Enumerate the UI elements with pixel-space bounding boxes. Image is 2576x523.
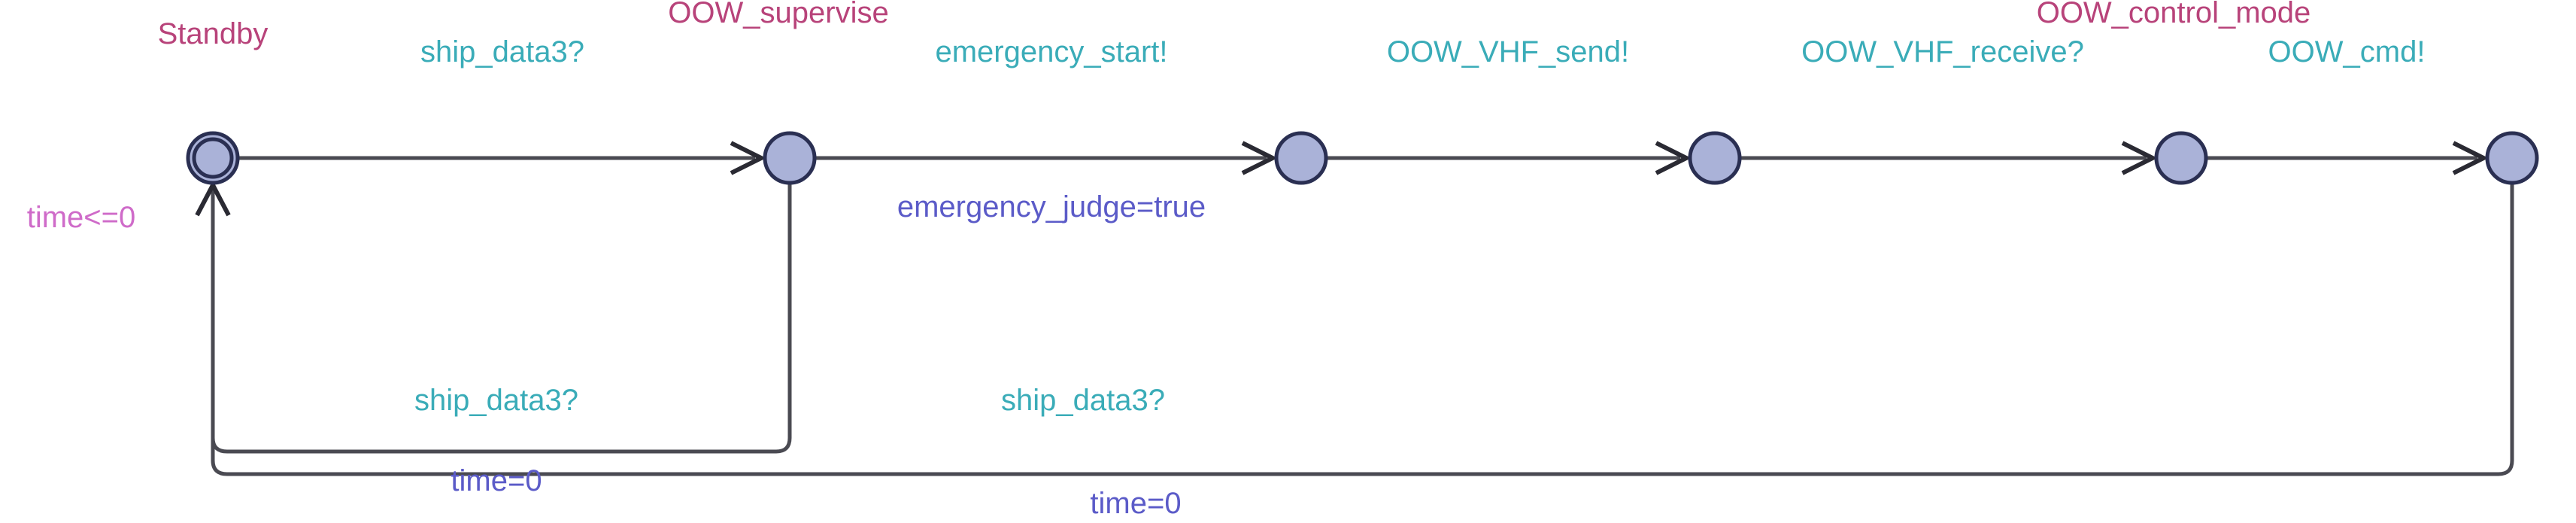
state-node-3[interactable] — [1274, 131, 1328, 185]
invariant-label-layer: time<=0 — [27, 201, 136, 234]
state-node-oow-supervise[interactable] — [763, 131, 817, 185]
arrowhead-icon-t1 — [730, 141, 766, 175]
state-name-label-oow-supervise: OOW_supervise — [668, 0, 888, 29]
sync-label-t2: emergency_start! — [935, 35, 1167, 68]
state-layer — [186, 131, 2539, 185]
sync-label-t6: ship_data3? — [414, 384, 578, 417]
state-name-label-oow-control-mode: OOW_control_mode — [2037, 0, 2311, 29]
assign-label-t7: time=0 — [1090, 487, 1181, 520]
state-node-4[interactable] — [1688, 131, 1742, 185]
sync-label-t7: ship_data3? — [1001, 384, 1165, 417]
state-node-oow-control-mode[interactable] — [2154, 131, 2208, 185]
assign-label-t6: time=0 — [451, 464, 542, 497]
initial-state-marker-icon — [192, 137, 234, 179]
transition-label-layer: ship_data3? emergency_start! emergency_j… — [414, 35, 2425, 520]
transition-edge-state-6-to-standby[interactable] — [211, 183, 2514, 476]
state-name-label-layer: Standby OOW_supervise OOW_control_mode — [158, 0, 2311, 50]
sync-label-t1: ship_data3? — [420, 35, 584, 68]
sync-label-t4: OOW_VHF_receive? — [1801, 35, 2084, 68]
state-name-label-standby: Standby — [158, 17, 269, 50]
arrowhead-icon-into-standby — [195, 180, 231, 217]
arrowhead-icon-t2 — [1241, 141, 1278, 175]
state-node-standby[interactable] — [186, 131, 240, 185]
sync-label-t3: OOW_VHF_send! — [1387, 35, 1629, 68]
arrowhead-icon-t5 — [2452, 141, 2489, 175]
sync-label-t5: OOW_cmd! — [2268, 35, 2426, 68]
invariant-label-standby: time<=0 — [27, 201, 136, 234]
state-node-6[interactable] — [2485, 131, 2539, 185]
edge-layer — [195, 141, 2514, 476]
assign-label-t2: emergency_judge=true — [897, 190, 1206, 223]
arrowhead-icon-t4 — [2121, 141, 2158, 175]
arrowhead-icon-t3 — [1655, 141, 1692, 175]
